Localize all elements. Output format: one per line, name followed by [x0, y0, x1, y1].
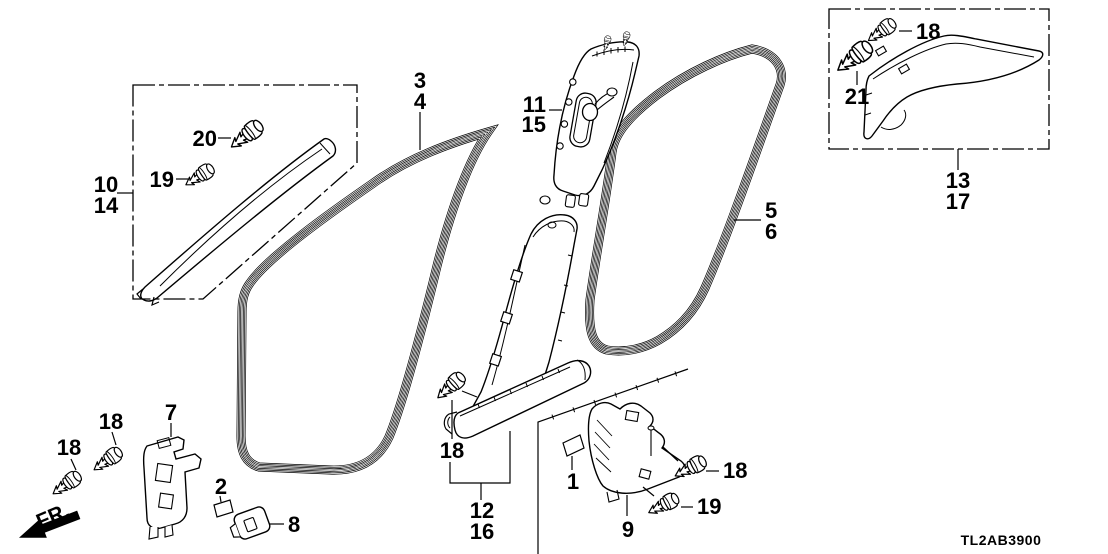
a-pillar-garnish	[136, 137, 337, 307]
seatbelt-anchor-knob	[581, 102, 599, 122]
clip-19-kick	[644, 489, 682, 521]
callout-17: 17	[946, 189, 970, 214]
clip-18-front-upper	[89, 443, 126, 477]
callout-21: 21	[845, 84, 869, 109]
callout-18-front-lower: 18	[57, 435, 81, 460]
callout-14: 14	[94, 193, 119, 218]
clip-18-top-right	[863, 15, 900, 48]
callout-13: 13	[946, 168, 970, 193]
rocker-panel-reference-line	[537, 368, 689, 554]
clip-19-left	[181, 160, 218, 192]
callout-9: 9	[622, 517, 634, 542]
front-sill-garnish	[443, 359, 592, 439]
pillar-bracket	[142, 436, 202, 540]
callout-19-kick: 19	[697, 494, 721, 519]
callout-10: 10	[94, 172, 118, 197]
callout-3: 3	[414, 68, 426, 93]
callout-1: 1	[567, 469, 579, 494]
rear-side-lining-kick-panel	[587, 401, 686, 503]
callout-16: 16	[470, 519, 494, 544]
clip-21	[831, 36, 877, 79]
fr-arrow-icon	[18, 510, 81, 538]
callout-4: 4	[414, 89, 427, 114]
caution-label-1	[562, 434, 585, 457]
front-direction-indicator: FR.	[18, 499, 81, 538]
callout-2: 2	[215, 474, 227, 499]
callout-11: 11	[523, 92, 546, 117]
a-pillar-group-box	[132, 84, 358, 300]
sill-end-cap	[229, 506, 271, 540]
callout-18-sill: 18	[440, 438, 464, 463]
caution-label-2	[213, 499, 234, 518]
clip-18-front-lower	[48, 467, 85, 501]
callout-19-left: 19	[150, 167, 174, 192]
part-number-callouts: 20 19 10 14 3 4 11 15 5 6 18 21 13 17 18…	[57, 19, 970, 544]
callout-18-kick: 18	[723, 458, 747, 483]
callout-18-top-right: 18	[916, 19, 940, 44]
callout-18-front-upper: 18	[99, 409, 123, 434]
callout-15: 15	[522, 112, 546, 137]
clip-18-sill	[431, 368, 469, 405]
c-pillar-garnish	[863, 34, 1044, 140]
callout-6: 6	[765, 219, 777, 244]
fr-label: FR.	[33, 499, 73, 533]
leader-lines	[70, 30, 959, 525]
callout-7: 7	[165, 400, 177, 425]
callout-12: 12	[470, 498, 494, 523]
diagram-code: TL2AB3900	[961, 532, 1042, 548]
b-pillar-upper-garnish	[539, 30, 640, 208]
c-pillar-group-box	[828, 8, 1050, 150]
callout-20: 20	[193, 126, 217, 151]
callout-8: 8	[288, 512, 300, 537]
clip-20	[225, 116, 268, 155]
callout-5: 5	[765, 198, 777, 223]
